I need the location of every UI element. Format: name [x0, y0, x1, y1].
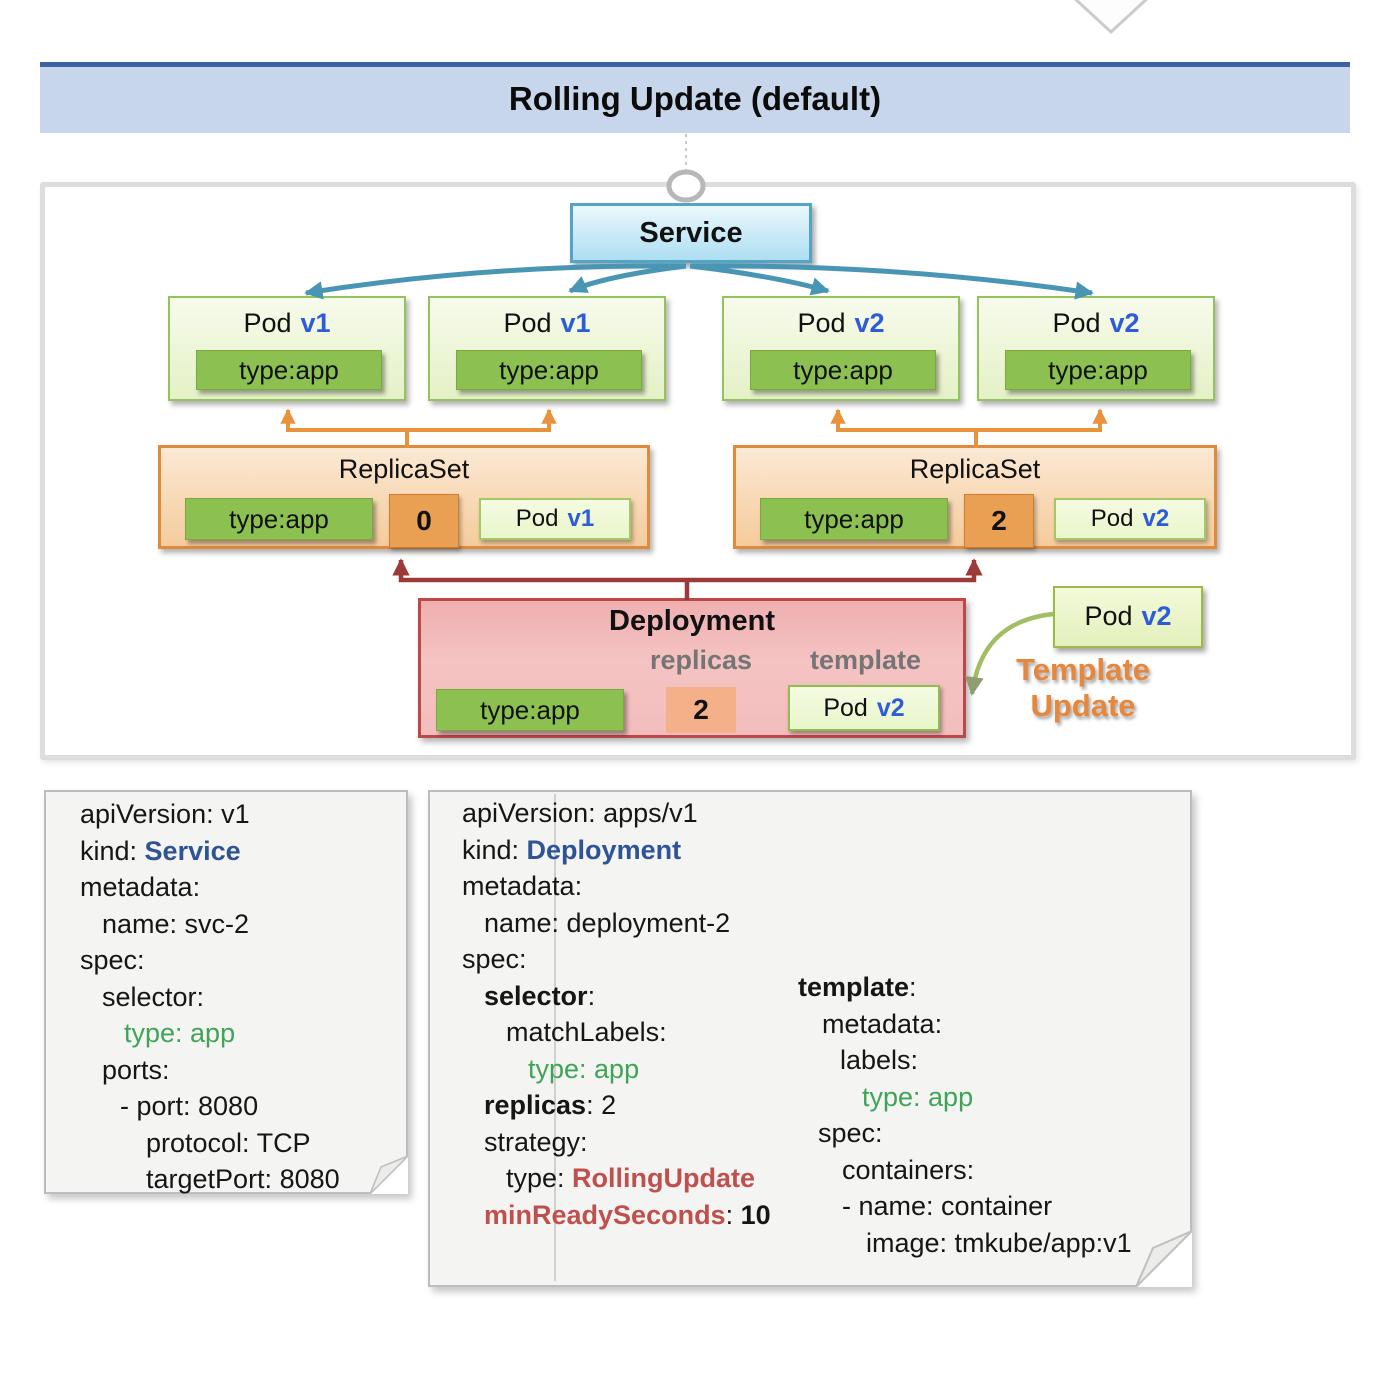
- template-update-caption: Template Update: [1016, 652, 1150, 723]
- pod-type-badge: type:app: [750, 350, 936, 390]
- yaml-line: type: app: [124, 1018, 236, 1048]
- yaml-line: metadata:: [462, 871, 583, 901]
- yaml-line: name: svc-2: [102, 908, 250, 939]
- deployment-box: Deployment replicas template type:app 2 …: [418, 598, 966, 738]
- yaml-line: protocol: TCP: [146, 1127, 311, 1158]
- pod-version: v2: [876, 694, 905, 722]
- yaml-line: selector:: [102, 981, 205, 1012]
- yaml-line: metadata:: [80, 872, 201, 902]
- yaml-line: template:: [798, 972, 917, 1002]
- yaml-line: selector:: [484, 980, 596, 1011]
- title-band: Rolling Update (default): [40, 62, 1350, 133]
- yaml-line: spec:: [80, 945, 145, 975]
- replicaset-label: ReplicaSet: [909, 454, 1041, 484]
- deployment-label: Deployment: [609, 605, 775, 637]
- yaml-line: containers:: [842, 1154, 975, 1185]
- yaml-line: - name: container: [842, 1191, 1053, 1221]
- yaml-line: name: deployment-2: [484, 907, 731, 938]
- yaml-line: targetPort: 8080: [146, 1164, 340, 1194]
- yaml-line: apiVersion: v1: [80, 799, 250, 829]
- replicaset-type-badge: type:app: [760, 498, 948, 540]
- template-label: template: [809, 645, 922, 675]
- replicaset-count-badge: 0: [389, 494, 459, 548]
- yaml-note-service: apiVersion: v1 kind: Service metadata: name…: [44, 790, 408, 1194]
- service-label: Service: [639, 217, 743, 249]
- yaml-line: minReadySeconds: 10: [484, 1199, 771, 1230]
- replicaset-count-badge: 2: [964, 494, 1034, 548]
- yaml-line: type: app: [862, 1081, 974, 1112]
- yaml-line: kind: Service: [80, 835, 241, 866]
- pod-version: v2: [1142, 505, 1170, 532]
- yaml-line: spec:: [818, 1118, 883, 1148]
- chevron-icon: [1074, 0, 1148, 35]
- pod-type-badge: type:app: [456, 350, 642, 390]
- pod-version: v1: [300, 308, 331, 338]
- deployment-type-badge: type:app: [436, 689, 624, 731]
- yaml-line: metadata:: [822, 1008, 943, 1039]
- yaml-line: ports:: [102, 1054, 170, 1085]
- yaml-note-deployment: apiVersion: apps/v1 kind: Deployment metad…: [428, 790, 1192, 1287]
- pod-version: v2: [1109, 308, 1140, 338]
- service-box: Service: [570, 203, 812, 263]
- page-title: Rolling Update (default): [508, 80, 882, 117]
- yaml-line: labels:: [840, 1045, 919, 1075]
- yaml-line: - port: 8080: [120, 1091, 259, 1121]
- replicaset-label: ReplicaSet: [338, 454, 470, 484]
- replicaset-type-badge: type:app: [185, 498, 373, 540]
- yaml-line: kind: Deployment: [462, 834, 682, 865]
- pod-type-badge: type:app: [196, 350, 382, 390]
- pod-type-badge: type:app: [1005, 350, 1191, 390]
- pod-version: v1: [567, 505, 595, 532]
- pod-version: v1: [560, 308, 591, 338]
- replicas-label: replicas: [649, 645, 753, 675]
- yaml-text: template: metadata: labels: type: app spec: c…: [798, 969, 1132, 1261]
- yaml-line: matchLabels:: [506, 1017, 667, 1047]
- pod-version: v2: [854, 308, 885, 338]
- deployment-replicas-badge: 2: [666, 687, 736, 733]
- folded-corner: [1136, 1231, 1192, 1287]
- folded-corner: [370, 1156, 408, 1194]
- yaml-line: type: RollingUpdate: [506, 1163, 756, 1193]
- pod-version: v2: [1141, 601, 1172, 631]
- yaml-line: type: app: [528, 1053, 640, 1084]
- note-seam: [554, 794, 556, 1281]
- yaml-line: spec:: [462, 944, 527, 974]
- yaml-line: image: tmkube/app:v1: [866, 1227, 1132, 1258]
- yaml-text: apiVersion: v1 kind: Service metadata: name…: [80, 796, 340, 1198]
- yaml-line: replicas: 2: [484, 1090, 617, 1120]
- yaml-text: apiVersion: apps/v1 kind: Deployment metad…: [462, 795, 771, 1233]
- yaml-line: strategy:: [484, 1126, 588, 1157]
- yaml-line: apiVersion: apps/v1: [462, 798, 698, 828]
